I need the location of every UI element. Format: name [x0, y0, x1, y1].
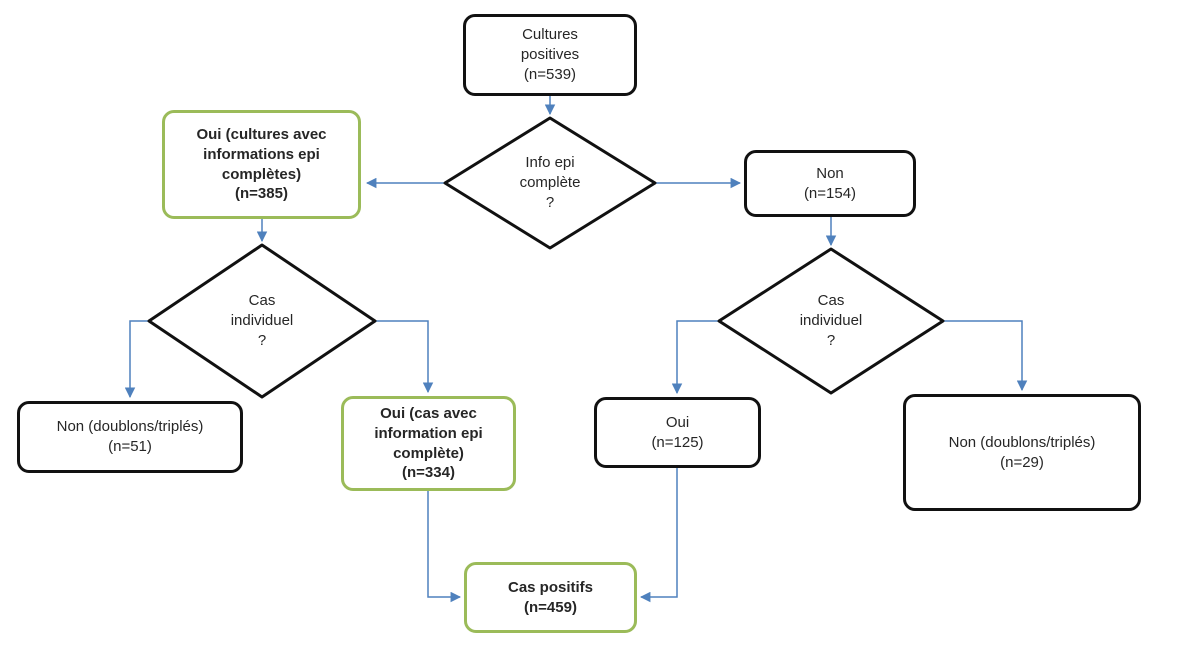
arrow-casleft-to-non51 [124, 320, 149, 399]
node-oui-cas-334: Oui (cas avec information epi complète) … [341, 396, 516, 491]
node-cultures-positives: Cultures positives (n=539) [463, 14, 637, 96]
arrow-oui125-to-caspositifs [639, 468, 678, 603]
node-cas-positifs: Cas positifs (n=459) [464, 562, 637, 633]
decision-diamond-cas-individuel-left [147, 243, 377, 399]
arrow-casleft-to-oui334 [375, 320, 434, 394]
node-non-doublons-29: Non (doublons/triplés) (n=29) [903, 394, 1141, 511]
decision-diamond-info-epi [443, 116, 657, 250]
node-non-154: Non (n=154) [744, 150, 916, 217]
arrow-oui334-to-caspositifs [427, 491, 462, 603]
label-cas-individuel-right: Cas individuel ? [799, 291, 863, 350]
node-oui-125: Oui (n=125) [594, 397, 761, 468]
node-oui-cultures-completes: Oui (cultures avec informations epi comp… [162, 110, 361, 219]
arrow-casright-to-oui125 [671, 320, 719, 395]
decision-diamond-cas-individuel-right [717, 247, 945, 395]
arrow-casright-to-non29 [943, 320, 1028, 392]
label-info-epi-complete: Info epi complète ? [519, 153, 581, 212]
label-cas-individuel-left: Cas individuel ? [230, 291, 294, 350]
node-non-doublons-51: Non (doublons/triplés) (n=51) [17, 401, 243, 473]
